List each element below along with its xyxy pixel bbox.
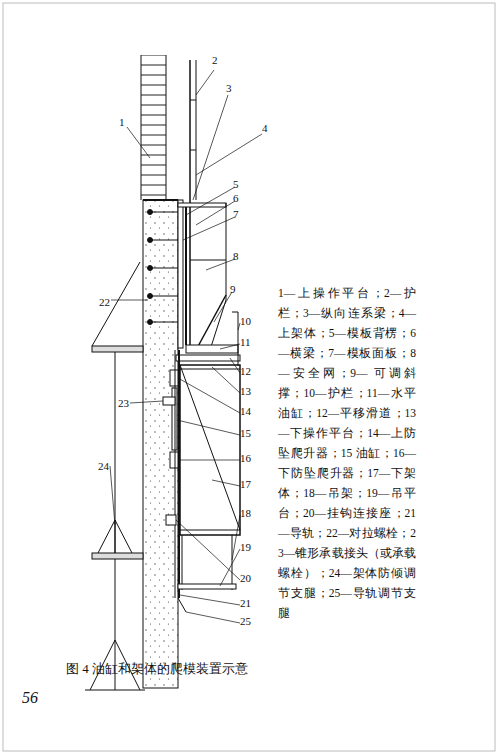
callout-number: 25 [240,616,251,627]
callout-number: 21 [240,598,251,609]
callout-number: 10 [240,316,251,327]
callout-number: 19 [240,542,251,553]
callout-number: 12 [240,366,251,377]
callout-number: 3 [226,83,232,94]
callout-number: 14 [240,406,251,417]
page-number: 56 [22,690,38,706]
callout-number: 13 [240,386,251,397]
callout-number: 6 [233,193,239,204]
callout-number: 9 [230,284,236,295]
callout-number: 18 [240,508,251,519]
callout-number: 1 [119,117,125,128]
callout-number: 7 [233,209,239,220]
callout-number: 2 [212,55,218,66]
callout-number: 17 [240,479,251,490]
callout-number: 8 [233,251,239,262]
callout-number: 15 [240,428,251,439]
callout-number: 4 [262,123,268,134]
callout-number: 11 [240,337,251,348]
callout-number: 5 [233,179,239,190]
callout-number: 16 [240,453,251,464]
callout-number: 23 [118,398,129,409]
callout-number: 20 [240,573,251,584]
parts-list: 1—上操作平台；2—护栏；3—纵向连系梁；4—上架体；5—模板背楞；6—横梁；7… [278,283,416,623]
callout-number: 22 [99,297,110,308]
callout-number: 24 [98,461,109,472]
figure-caption: 图 4 油缸和架体的爬模装置示意 [66,662,248,675]
